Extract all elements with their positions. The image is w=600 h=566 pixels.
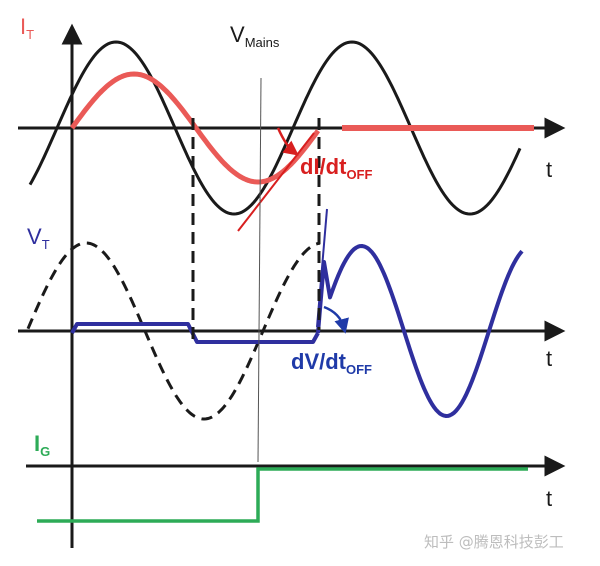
thyristor-current-waveform [69,71,321,185]
thyristor-voltage-flat [70,322,320,344]
t-axis-label-middle: t [546,346,552,371]
gate-current-waveform [37,467,528,523]
t-axis-label-bottom: t [546,486,552,511]
it-label: IT [20,14,34,42]
ig-label: IG [34,431,50,459]
thyristor-voltage-waveform [316,244,524,418]
mains-zero-crossing-marker [257,77,262,463]
mains-voltage-waveform [28,40,522,216]
vt-label: VT [27,224,50,252]
watermark: 知乎 @腾恩科技彭工 [424,533,564,551]
dvdt-tangent-line [316,208,328,328]
vmains-label: VMains [230,22,280,50]
mains-reference-dashed [26,241,321,421]
dvdt-arrow [323,305,349,334]
didt-arrow [276,127,299,156]
didt-tangent-line [237,132,315,232]
didt-off-label: dI/dtOFF [300,154,372,182]
dvdt-off-label: dV/dtOFF [291,349,372,377]
t-axis-label-top: t [546,157,552,182]
